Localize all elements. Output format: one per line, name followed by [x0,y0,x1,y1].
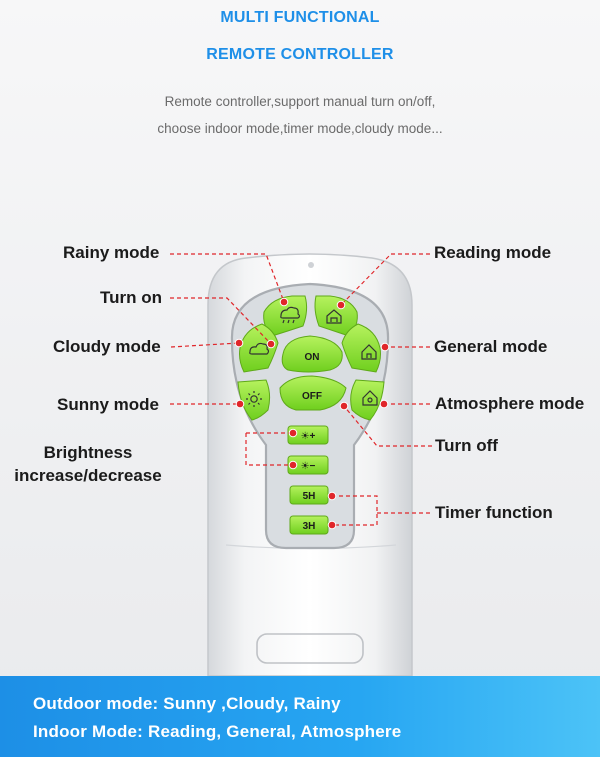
footer-indoor-modes: Indoor Mode: Reading, General, Atmospher… [33,722,402,741]
general-mode-label: General mode [434,337,548,356]
leader-cloudy [170,342,240,348]
marker-general [380,342,390,352]
marker-turn-off [339,401,349,411]
leader-reading [340,253,430,306]
off-button[interactable]: OFF [279,375,347,411]
marker-timer-3h [327,520,337,530]
house-icon [361,344,377,360]
sunny-mode-label: Sunny mode [57,395,160,414]
brightness-label-line-2: increase/decrease [14,466,162,485]
sun-icon [246,391,262,407]
turn-on-label: Turn on [100,288,162,307]
footer-outdoor-modes: Outdoor mode: Sunny ,Cloudy, Rainy [33,694,341,713]
description-line-1: Remote controller,support manual turn on… [164,94,436,109]
marker-cloudy [234,338,244,348]
atmosphere-mode-button[interactable] [350,379,385,421]
timer-5h-label: 5H [303,491,316,502]
marker-rainy [279,297,289,307]
brightness-label-line-1: Brightness [43,443,133,462]
book-house-icon [326,309,342,324]
brightness-up-button[interactable]: ☀+ [287,425,329,445]
timer-3h-button[interactable]: 3H [289,515,329,535]
marker-brightness-down [288,460,298,470]
cloudy-mode-button[interactable] [239,323,279,373]
atmosphere-house-icon [362,390,378,406]
leader-brightness [245,432,293,466]
leader-rainy [170,253,285,303]
rainy-mode-label: Rainy mode [63,243,160,262]
on-button[interactable]: ON [281,335,343,373]
rain-cloud-icon [280,306,301,324]
atmosphere-mode-label: Atmosphere mode [435,394,585,413]
leader-lines [170,253,432,526]
marker-sunny [235,399,245,409]
timer-3h-label: 3H [303,521,316,532]
cloudy-mode-label: Cloudy mode [53,337,161,356]
reading-mode-label: Reading mode [434,243,552,262]
general-mode-button[interactable] [341,323,381,373]
marker-dots [234,297,390,530]
leader-timer [332,495,430,526]
off-button-label: OFF [302,391,322,402]
timer-5h-button[interactable]: 5H [289,485,329,505]
marker-atmosphere [379,399,389,409]
marker-turn-on [266,339,276,349]
brightness-down-button[interactable]: ☀− [287,455,329,475]
title-line-2: REMOTE CONTROLLER [206,46,394,63]
remote-illustration: ON OFF ☀+ ☀− 5H [170,253,432,676]
cloud-icon [249,342,270,355]
turn-off-label: Turn off [435,436,498,455]
marker-timer-5h [327,491,337,501]
title-line-1: MULTI FUNCTIONAL [220,9,380,26]
footer-banner: Outdoor mode: Sunny ,Cloudy, Rainy Indoo… [0,676,600,757]
on-button-label: ON [305,352,320,363]
marker-brightness-up [288,428,298,438]
timer-function-label: Timer function [435,503,553,522]
brightness-down-label: ☀− [301,461,316,472]
brightness-up-label: ☀+ [301,431,316,442]
leader-turn-on [170,297,272,345]
description-line-2: choose indoor mode,timer mode,cloudy mod… [157,121,443,136]
brightness-label: Brightness increase/decrease [6,441,170,487]
marker-reading [336,300,346,310]
